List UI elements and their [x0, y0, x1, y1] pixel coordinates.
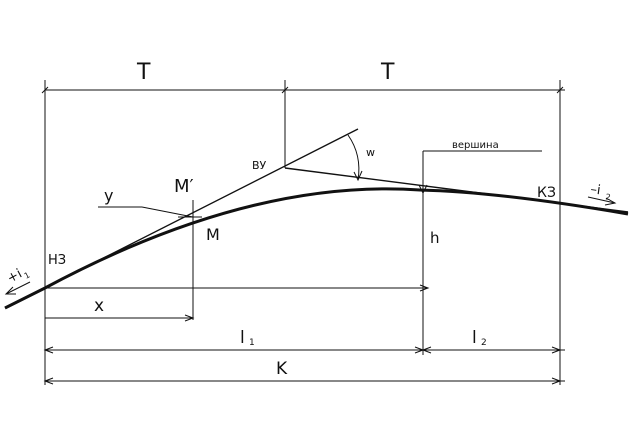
grade-i1-arrow-line: [5, 281, 31, 295]
label-kz: КЗ: [537, 185, 556, 201]
grade-i2-arrow-head: [604, 197, 617, 206]
label-i1: +i: [5, 266, 25, 286]
deflection-angle-arc: [347, 134, 360, 181]
tick-mark: [41, 86, 49, 94]
label-t-left: T: [136, 60, 151, 85]
label-l1: l: [240, 328, 245, 348]
vertical-curve: [4, 187, 629, 310]
baseline-arrow: [419, 284, 430, 292]
label-t-right: T: [380, 60, 395, 85]
l2-arrow-left: [421, 346, 432, 354]
label-x: x: [94, 296, 104, 316]
tick-mark: [556, 86, 564, 94]
label-i2-sub: 2: [605, 192, 611, 202]
grade-i2-arrow-line: [587, 196, 616, 204]
grade-i2-label: –i 2: [589, 182, 611, 202]
label-w: w: [366, 146, 375, 159]
label-l2: l: [472, 328, 477, 348]
label-m-prime: M′: [174, 176, 194, 197]
label-nz: НЗ: [48, 253, 66, 268]
label-l1-sub: 1: [249, 338, 255, 348]
label-y: у: [104, 186, 113, 205]
label-h: h: [430, 229, 440, 247]
y-leader-slant: [141, 206, 194, 218]
label-i2: –i: [589, 182, 601, 198]
angle-arrow: [353, 170, 363, 182]
label-vershina: вершина: [452, 140, 499, 151]
label-i1-sub: 1: [23, 270, 32, 280]
label-l2-sub: 2: [481, 338, 487, 348]
k-arrow-left: [43, 377, 54, 385]
k-arrow-right: [551, 377, 562, 385]
grade-i1-label: +i 1: [5, 266, 32, 286]
tick-mark: [281, 86, 289, 94]
label-m: M: [206, 225, 220, 244]
l2-arrow-right: [551, 346, 562, 354]
grade-i1-arrow-head: [4, 286, 16, 295]
label-k: K: [276, 359, 288, 379]
l1-arrow-left: [43, 346, 54, 354]
x-arrow: [184, 314, 195, 322]
label-vu: ВУ: [252, 159, 267, 172]
